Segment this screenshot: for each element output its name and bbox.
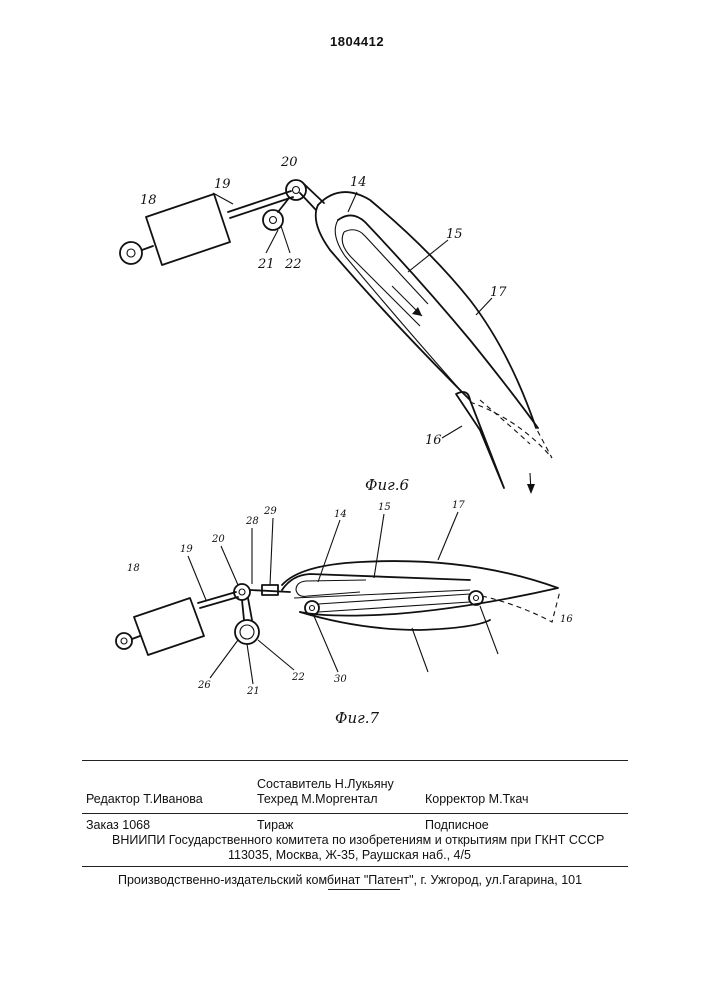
- label-20: 20: [280, 155, 298, 170]
- publisher: Производственно-издательский комбинат "П…: [118, 873, 582, 887]
- institution: ВНИИПИ Государственного комитета по изоб…: [112, 833, 604, 847]
- divider-top: [82, 760, 628, 761]
- techred: Техред М.Моргентал: [257, 792, 378, 806]
- editor: Редактор Т.Иванова: [86, 792, 203, 806]
- address: 113035, Москва, Ж-35, Раушская наб., 4/5: [228, 848, 471, 862]
- label-16: 16: [425, 433, 442, 448]
- label-19: 19: [214, 177, 231, 192]
- label-28: 30: [334, 674, 347, 685]
- actuator-cylinder-18: [146, 194, 230, 265]
- label-20: 20: [211, 534, 225, 545]
- label-15: 15: [446, 227, 463, 242]
- label-17: 17: [490, 285, 507, 300]
- slot-14: [296, 580, 366, 590]
- label-15: 15: [378, 502, 391, 513]
- order-number: Заказ 1068: [86, 818, 150, 832]
- outer-shell-17: [282, 561, 558, 616]
- label-24: 26: [197, 680, 211, 691]
- outer-shell-17: [318, 192, 536, 428]
- roller-21: [235, 620, 259, 644]
- roller-28: [305, 601, 319, 615]
- label-14: 14: [350, 175, 367, 190]
- label-22: 22: [291, 672, 305, 683]
- patent-drawings: 18 19 20 21 22 14 15 17 16 Фиг.6: [0, 0, 707, 760]
- publisher-underline: [328, 889, 400, 890]
- label-26: 29: [263, 506, 277, 517]
- figure-6: 18 19 20 21 22 14 15 17 16 Фиг.6: [120, 155, 552, 494]
- label-14: 14: [334, 509, 347, 520]
- end-eye-hole: [127, 249, 135, 257]
- end-eye-ring: [120, 242, 142, 264]
- caption-fig-6: Фиг.6: [365, 476, 409, 494]
- corrector: Корректор М.Ткач: [425, 792, 529, 806]
- label-17: 17: [452, 500, 465, 511]
- caption-fig-7: Фиг.7: [335, 709, 379, 727]
- pivot-21: [263, 210, 283, 230]
- label-21: 21: [257, 257, 275, 272]
- divider-bottom: [82, 866, 628, 867]
- actuator-cylinder-18: [134, 598, 204, 655]
- label-22: 22: [284, 257, 302, 272]
- label-18: 18: [127, 563, 140, 574]
- divider-middle: [82, 813, 628, 814]
- label-19: 19: [180, 544, 193, 555]
- end-eye-ring: [116, 633, 132, 649]
- figure-7: 18 19 20 28 29 26 21 22 14 15 17 30 16 Ф…: [116, 500, 573, 727]
- label-21: 21: [246, 686, 260, 697]
- compiler: Составитель Н.Лукьяну: [257, 777, 394, 791]
- guide-15: [282, 574, 470, 590]
- label-18: 18: [140, 193, 157, 208]
- label-16: 16: [560, 614, 573, 625]
- subscription: Подписное: [425, 818, 489, 832]
- roller-29: [469, 591, 483, 605]
- label-25: 28: [245, 516, 259, 527]
- circulation: Тираж: [257, 818, 293, 832]
